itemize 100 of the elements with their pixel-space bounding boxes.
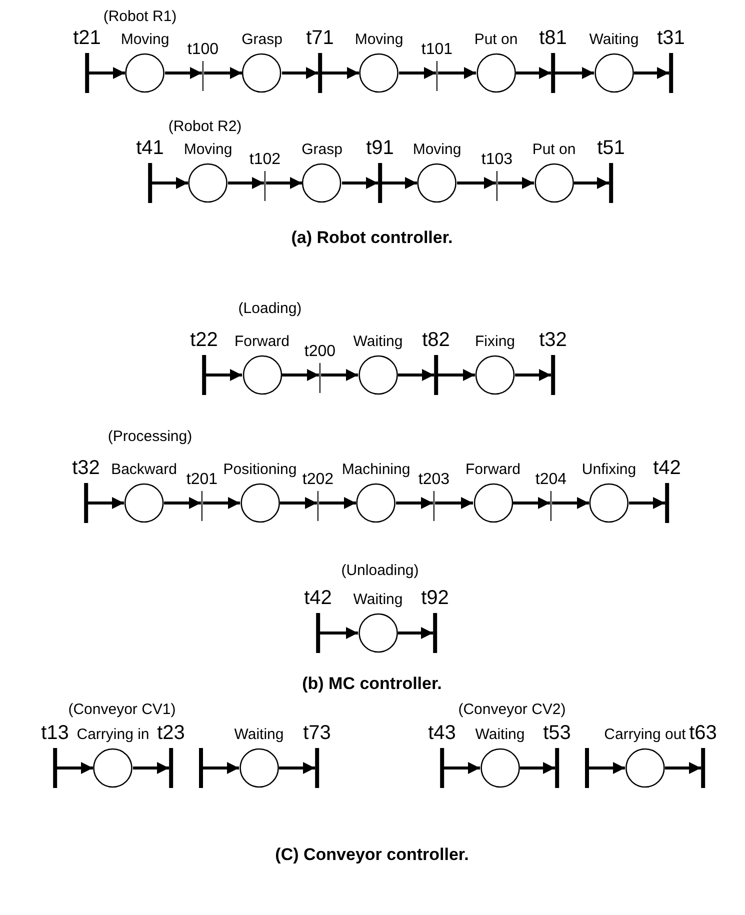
place-label: Moving <box>184 141 232 159</box>
arrow <box>342 177 378 189</box>
arrow <box>204 67 242 79</box>
place-label: Moving <box>412 141 462 159</box>
transition-label: t201 <box>186 471 218 489</box>
transition-label: t204 <box>535 471 567 489</box>
place-label: Carrying in <box>76 726 150 744</box>
arrow <box>552 497 589 509</box>
arrow <box>438 369 475 381</box>
place-label: Moving <box>354 31 404 49</box>
arrow <box>574 177 609 189</box>
transition-label: t92 <box>421 587 449 609</box>
arrow <box>320 627 358 639</box>
place-label: Fixing <box>475 333 515 351</box>
transition-label: t100 <box>187 41 219 59</box>
transition-label: t32 <box>539 329 567 351</box>
arrow <box>319 497 356 509</box>
group-label: (Conveyor CV1) <box>68 701 176 718</box>
arrow <box>57 762 93 774</box>
group-label: (Unloading) <box>341 562 419 579</box>
transition-label: t23 <box>157 722 185 744</box>
arrow <box>321 369 358 381</box>
transition-label: t73 <box>303 722 331 744</box>
transition-label: t202 <box>302 471 334 489</box>
place-label: Forward <box>466 461 520 479</box>
place-label: Waiting <box>475 726 525 744</box>
section-caption: (b) MC controller. <box>302 674 442 694</box>
arrow <box>665 762 701 774</box>
arrow <box>228 177 264 189</box>
arrow <box>165 67 202 79</box>
place-label: Waiting <box>234 726 284 744</box>
arrow <box>498 177 534 189</box>
transition-label: t43 <box>428 722 456 744</box>
place-label: Grasp <box>302 141 342 159</box>
arrow <box>382 177 417 189</box>
place-label: Positioning <box>223 461 297 479</box>
arrow <box>282 67 318 79</box>
arrow <box>513 497 550 509</box>
arrow <box>282 369 319 381</box>
arrow <box>629 497 665 509</box>
transition-label: t102 <box>249 151 281 169</box>
arrow <box>555 67 594 79</box>
group-label: (Processing) <box>108 428 192 445</box>
arrow <box>322 67 359 79</box>
transition-label: t200 <box>304 343 336 361</box>
arrow <box>266 177 302 189</box>
arrow <box>438 67 476 79</box>
transition-label: t21 <box>73 27 101 49</box>
group-label: (Conveyor CV2) <box>458 701 566 718</box>
place-label: Waiting <box>589 31 639 49</box>
transition-label: t82 <box>422 329 450 351</box>
place-label: Waiting <box>353 591 403 609</box>
arrow <box>444 762 480 774</box>
transition-label: t103 <box>481 151 513 169</box>
arrow <box>589 762 625 774</box>
transition-label: t203 <box>418 471 450 489</box>
arrow <box>396 497 433 509</box>
group-label: (Robot R1) <box>103 8 177 25</box>
transition-label: t13 <box>41 722 69 744</box>
arrow <box>516 67 551 79</box>
transition-label: t51 <box>597 137 625 159</box>
transition-label: t31 <box>657 27 685 49</box>
transition-label: t71 <box>306 27 334 49</box>
arrow <box>133 762 169 774</box>
place-label: Forward <box>234 333 290 351</box>
transition-label: t81 <box>539 27 567 49</box>
arrow <box>520 762 555 774</box>
place-label: Grasp <box>242 31 282 49</box>
transition-label: t63 <box>689 722 717 744</box>
arrow <box>398 627 433 639</box>
arrow <box>206 369 242 381</box>
place-label: Waiting <box>353 333 403 351</box>
arrow <box>515 369 551 381</box>
section-caption: (C) Conveyor controller. <box>275 845 469 865</box>
transition-label: t42 <box>653 457 681 479</box>
group-label: (Robot R2) <box>168 118 242 135</box>
arrow <box>279 762 315 774</box>
arrow <box>435 497 473 509</box>
transition-label: t41 <box>136 137 164 159</box>
arrow <box>152 177 188 189</box>
place-label: Unfixing <box>582 461 636 479</box>
place-label: Put on <box>532 141 576 159</box>
arrow <box>203 762 239 774</box>
place-label: Moving <box>120 31 170 49</box>
arrow <box>89 67 125 79</box>
place-label: Backward <box>111 461 177 479</box>
arrow <box>280 497 317 509</box>
section-caption: (a) Robot controller. <box>291 228 453 248</box>
place-label: Put on <box>474 31 518 49</box>
arrow <box>164 497 201 509</box>
transition-label: t42 <box>304 587 332 609</box>
arrow <box>88 497 124 509</box>
arrow <box>203 497 240 509</box>
transition-label: t53 <box>543 722 571 744</box>
arrow <box>398 369 434 381</box>
place-label: Carrying out <box>604 726 686 744</box>
transition-label: t32 <box>72 457 100 479</box>
transition-label: t101 <box>421 41 453 59</box>
arrow <box>634 67 669 79</box>
transition-label: t91 <box>366 137 394 159</box>
